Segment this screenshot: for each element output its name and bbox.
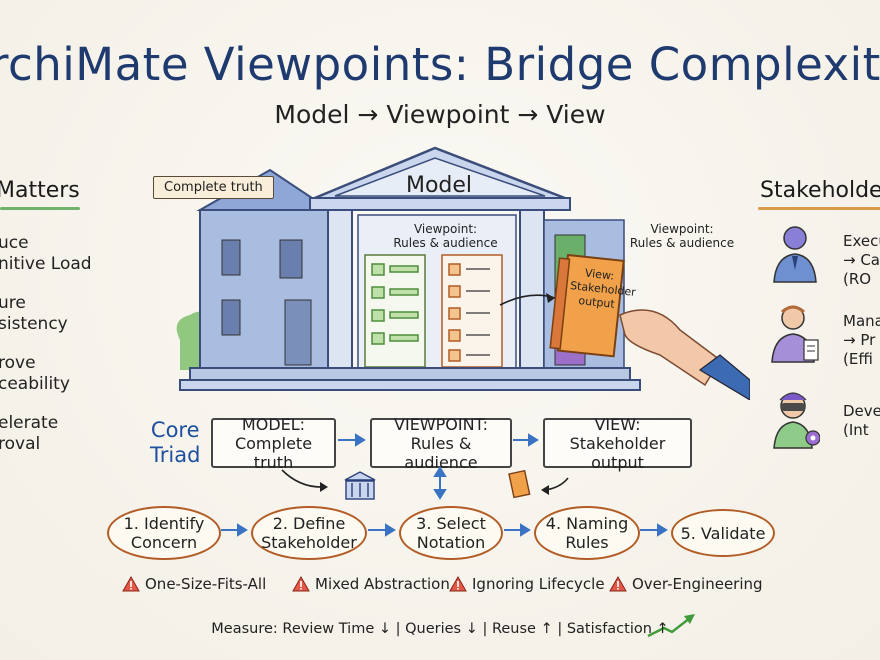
right-panel-heading: Stakeholder — [760, 178, 880, 203]
left-item-3: rove ceability — [0, 353, 70, 394]
viewpoint-side-label: Viewpoint: Rules & audience — [629, 222, 735, 250]
pitfall-label: One-Size-Fits-All — [145, 575, 267, 593]
step-1: 1. Identify Concern — [107, 506, 221, 560]
right-heading-underline — [758, 207, 880, 210]
pitfall-mixed-abstraction: Mixed Abstraction — [292, 575, 450, 593]
step-5: 5. Validate — [671, 509, 775, 557]
viewpoint-board-label: Viewpoint: Rules & audience — [393, 222, 498, 250]
building-model-label: Model — [405, 173, 473, 198]
measure-line: Measure: Review Time ↓ | Queries ↓ | Reu… — [211, 621, 669, 637]
triad-box-model: MODEL: Complete truth — [211, 414, 336, 472]
page-subtitle: Model → Viewpoint → View — [274, 100, 606, 129]
triad-viewpoint-text: Rules & audience — [404, 433, 478, 472]
pitfall-label: Over-Engineering — [632, 575, 763, 593]
left-item-1: uce nitive Load — [0, 233, 92, 274]
pitfall-label: Mixed Abstraction — [315, 575, 450, 593]
triad-model-text: Complete truth — [234, 433, 313, 472]
left-heading-underline — [0, 207, 80, 210]
page-title: rchiMate Viewpoints: Bridge Complexity t… — [0, 38, 880, 91]
warning-icon — [292, 576, 310, 592]
left-panel-heading: Matters — [0, 178, 80, 203]
developer-avatar-icon — [773, 392, 820, 449]
book-icon — [508, 469, 531, 499]
right-item-developer: Devel (Int — [843, 402, 880, 439]
triad-view-text: Stakeholder output — [569, 433, 666, 472]
executive-avatar-icon — [773, 226, 817, 283]
pitfall-over-engineering: Over-Engineering — [609, 575, 763, 593]
step-2: 2. Define Stakeholder — [251, 506, 367, 560]
step-3: 3. Select Notation — [399, 506, 503, 560]
curved-arrow-model — [281, 469, 325, 488]
pitfall-label: Ignoring Lifecycle — [472, 575, 605, 593]
pitfall-ignoring-lifecycle: Ignoring Lifecycle — [449, 575, 605, 593]
trend-up-icon — [647, 617, 691, 638]
warning-icon — [609, 576, 627, 592]
step-4: 4. Naming Rules — [534, 506, 640, 560]
left-item-4: elerate roval — [0, 413, 59, 454]
warning-icon — [122, 576, 140, 592]
triad-viewpoint-title: VIEWPOINT: — [394, 414, 488, 434]
triad-box-viewpoint: VIEWPOINT: Rules & audience — [370, 414, 512, 472]
manager-avatar-icon — [771, 305, 819, 363]
right-item-manager: Mana → Pr (Effi — [843, 312, 880, 368]
triad-view-title: VIEW: — [594, 414, 641, 434]
core-triad-label: Core Triad — [150, 418, 201, 467]
triad-box-view: VIEW: Stakeholder output — [543, 414, 692, 472]
pitfall-one-size: One-Size-Fits-All — [122, 575, 266, 593]
left-item-2: ure sistency — [0, 293, 68, 334]
triad-model-title: MODEL: — [241, 414, 306, 434]
warning-icon — [449, 576, 467, 592]
model-building-illustration — [176, 146, 750, 400]
complete-truth-tag: Complete truth — [153, 176, 274, 199]
right-item-executive: Execu → Ca (RO — [843, 232, 880, 288]
temple-icon — [344, 471, 376, 500]
